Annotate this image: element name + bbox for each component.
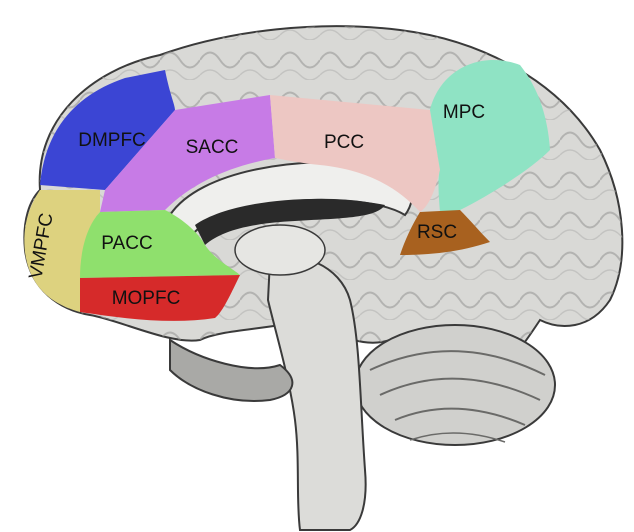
- region-sacc: [100, 95, 275, 212]
- region-rsc: [400, 210, 490, 255]
- region-pcc: [270, 95, 440, 212]
- region-vmpfc: [24, 190, 100, 312]
- cerebellum: [354, 324, 556, 446]
- label-mpc: MPC: [443, 102, 485, 123]
- label-rsc: RSC: [417, 222, 457, 243]
- label-mopfc: MOPFC: [112, 288, 181, 309]
- region-pacc: [80, 210, 240, 278]
- label-pcc: PCC: [324, 132, 364, 153]
- label-sacc: SACC: [186, 137, 239, 158]
- temporal-lobe: [169, 338, 294, 402]
- region-mpc: [430, 60, 550, 213]
- thalamus: [234, 224, 326, 276]
- lateral-ventricle: [195, 198, 385, 245]
- region-dmpfc: [40, 70, 175, 190]
- label-pacc: PACC: [101, 233, 152, 254]
- brainstem: [266, 255, 367, 531]
- region-mopfc: [80, 275, 240, 321]
- label-dmpfc: DMPFC: [78, 130, 146, 151]
